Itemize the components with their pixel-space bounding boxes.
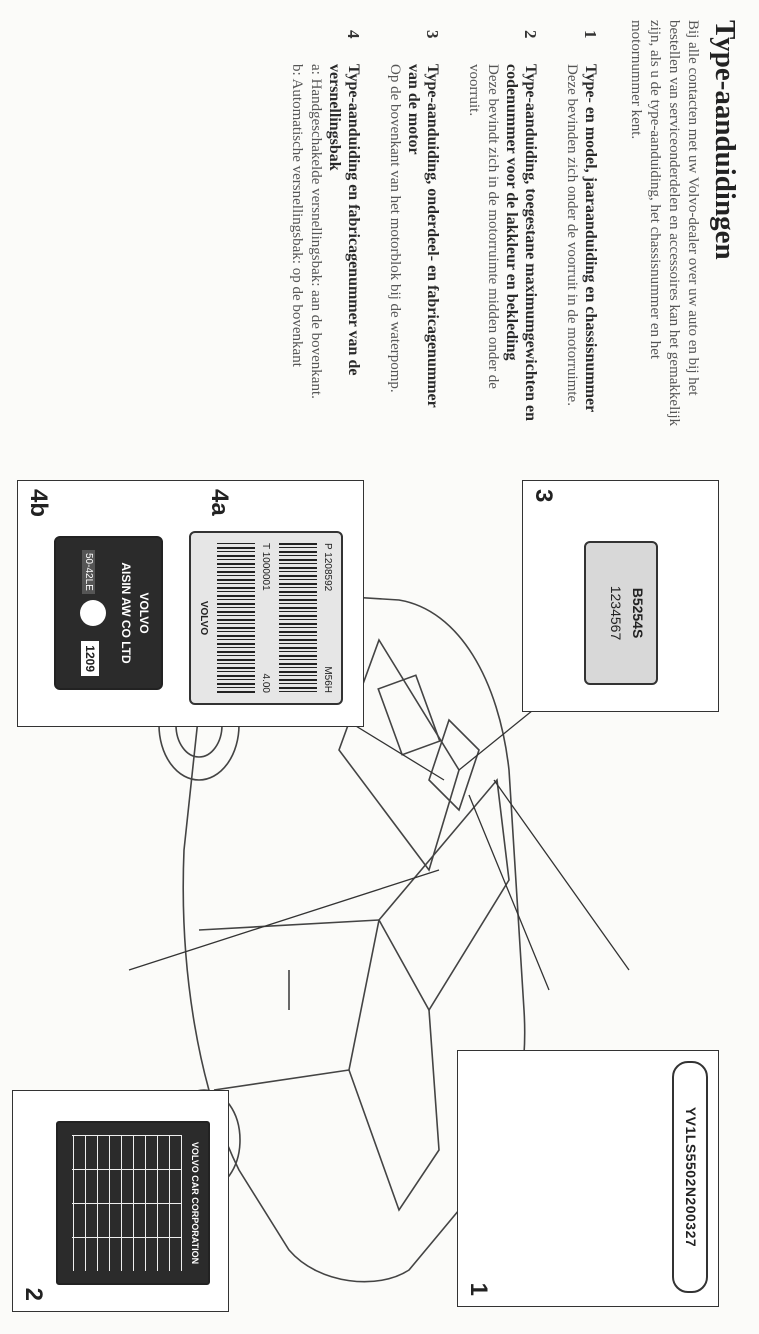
list-item: 4 Type-aanduiding en fabricagenummer van… [287, 20, 363, 430]
gearbox-b-num: 1209 [81, 641, 99, 676]
list-item: 2 Type-aanduiding, toegestane maximumgew… [464, 20, 540, 430]
gearbox-plate-4a: P 1208592 M56H T 1000001 4.00 VOLVO [189, 531, 343, 705]
list-item: 3 Type-aanduiding, onderdeel- en fabrica… [385, 20, 442, 430]
gearbox-b-model: 50-42LE [82, 550, 95, 594]
type-plate-header: VOLVO CAR CORPORATION [190, 1141, 200, 1265]
item-number: 4 [344, 30, 363, 39]
item-number: 2 [521, 30, 540, 39]
list-item: 1 Type- en model, jaaraanduiding en chas… [562, 20, 600, 430]
callout-4b: 4b [25, 489, 52, 518]
vin-number: YV1LS5502N200327 [683, 1106, 699, 1248]
gearbox-a-line1: P 1208592 [322, 543, 333, 592]
item-title: Type- en model, jaaraanduiding en chassi… [582, 64, 599, 413]
item-number: 3 [423, 30, 442, 39]
barcode-2 [217, 543, 255, 693]
gearbox-plate-4b: VOLVO AISIN AW CO LTD 50-42LE 1209 [54, 536, 163, 690]
item-number: 1 [581, 30, 600, 39]
type-plate-grid [72, 1135, 182, 1271]
engine-serial: 1234567 [608, 585, 624, 641]
gearbox-a-code: M56H [322, 666, 333, 693]
gearbox-a-ver: 4.00 [260, 673, 271, 693]
gearbox-b-maker: AISIN AW CO LTD [119, 562, 133, 664]
callout-1: 1 [465, 1282, 492, 1296]
callout-3: 3 [530, 489, 557, 503]
label-box-gearbox: P 1208592 M56H T 1000001 4.00 VOLVO 4a V… [17, 480, 364, 727]
page-title: Type-aanduidingen [709, 20, 741, 260]
label-box-vin: YV1LS5502N200327 1 [457, 1050, 719, 1307]
gearbox-a-line2: T 1000001 [260, 543, 271, 591]
text-column: Type-aanduidingen Bij alle contacten met… [265, 20, 741, 430]
engine-code: B5254S [630, 587, 646, 639]
gearbox-b-dot [80, 600, 106, 626]
item-body: Op de bovenkant van het motorblok bij de… [387, 64, 403, 393]
label-box-engine: B5254S 1234567 3 [522, 480, 719, 712]
gearbox-a-brand: VOLVO [198, 600, 209, 636]
barcode-1 [279, 543, 317, 693]
engine-plate: B5254S 1234567 [584, 541, 658, 685]
type-plate: VOLVO CAR CORPORATION [56, 1121, 210, 1285]
item-body: Deze bevindt zich in de motorruimte midd… [466, 64, 501, 389]
item-sub-b: b: Automatische versnellingsbak: op de b… [289, 64, 305, 367]
callout-4a: 4a [206, 489, 233, 516]
gearbox-b-brand: VOLVO [137, 592, 151, 634]
item-title: Type-aanduiding, onderdeel- en fabricage… [405, 64, 441, 408]
figure-type-labels: B5254S 1234567 3 P 1208592 M56H T 100000… [0, 450, 759, 1334]
callout-2: 2 [20, 1287, 47, 1301]
item-title: Type-aanduiding en fabricagenummer van d… [326, 64, 362, 376]
item-title: Type-aanduiding, toegestane maximumgewic… [503, 64, 539, 422]
item-sub-a: a: Handgeschakelde versnellingsbak: aan … [308, 64, 324, 399]
item-body: Deze bevinden zich onder de voorruit in … [564, 64, 580, 406]
label-box-type-plate: VOLVO CAR CORPORATION 2 [12, 1090, 229, 1312]
vin-plate: YV1LS5502N200327 [672, 1061, 708, 1293]
intro-paragraph: Bij alle contacten met uw Volvo-dealer o… [628, 20, 701, 427]
